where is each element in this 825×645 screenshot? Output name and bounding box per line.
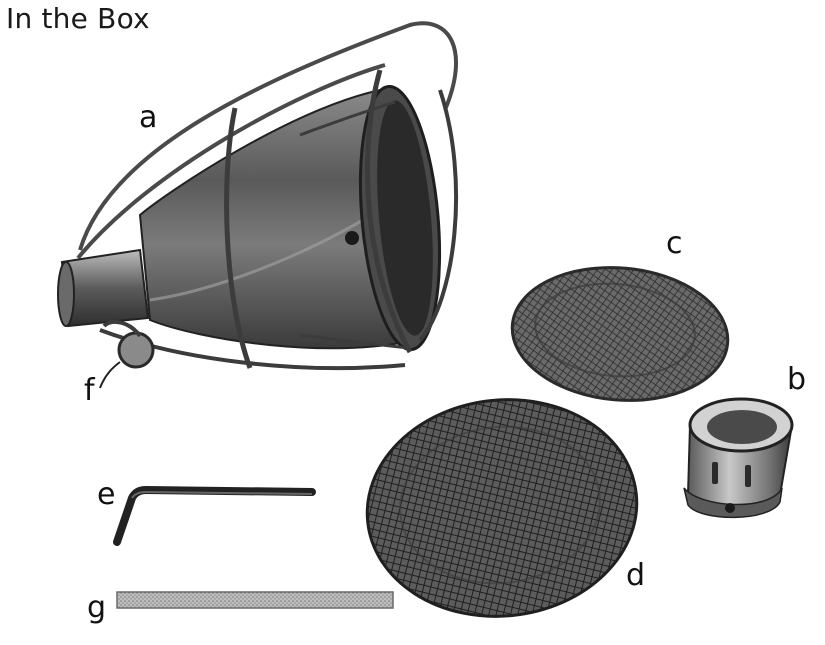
part-b-collar-fitting (684, 399, 792, 517)
part-e-hex-key (117, 490, 312, 542)
label-c: c (666, 226, 683, 261)
part-g-strip (117, 592, 393, 608)
label-d: d (626, 558, 645, 593)
label-f: f (84, 373, 95, 408)
part-c-small-mesh-screen (507, 259, 734, 409)
label-a: a (139, 100, 157, 135)
leader-line-f (100, 362, 120, 388)
label-e: e (97, 477, 115, 512)
part-f-clip (104, 322, 153, 367)
part-a-lamp-housing (58, 23, 456, 368)
part-d-large-mesh-screen (356, 386, 647, 629)
label-b: b (787, 362, 806, 397)
label-g: g (87, 590, 106, 625)
